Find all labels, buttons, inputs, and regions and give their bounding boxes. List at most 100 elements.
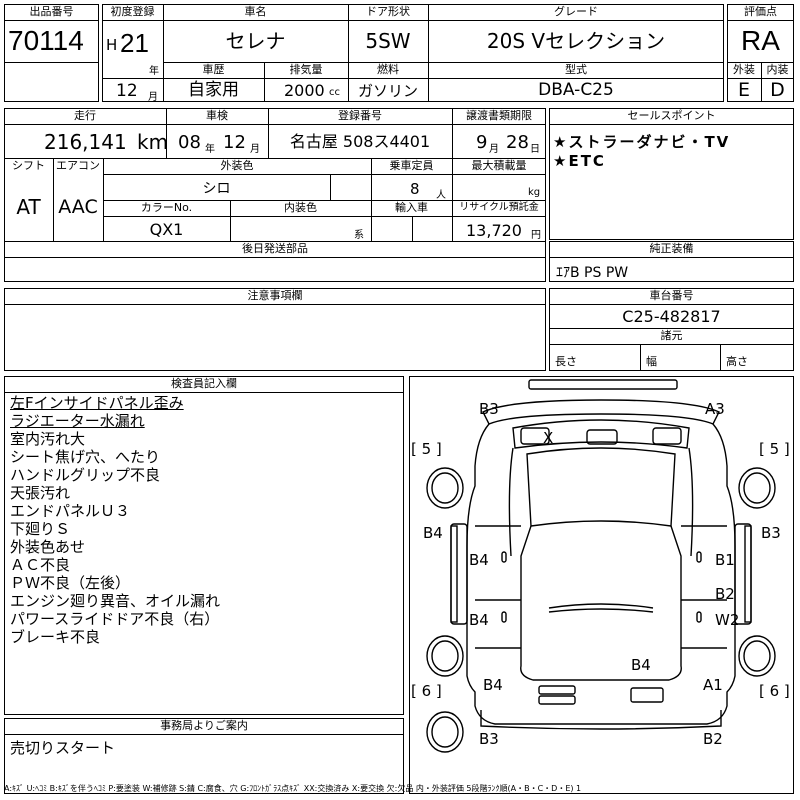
equipment-label: 純正装備 bbox=[649, 242, 694, 255]
shift-value: AT bbox=[16, 195, 41, 219]
sales-point-2: ★ETC bbox=[553, 152, 606, 170]
interior-color-unit: 系 bbox=[354, 230, 364, 241]
inspector-remark-line: シート焦げ穴、へたり bbox=[10, 448, 161, 466]
mileage-unit: km bbox=[137, 130, 169, 154]
inspector-remark-line: ハンドルグリップ不良 bbox=[10, 466, 161, 484]
exterior-label: 外装 bbox=[733, 63, 755, 76]
month-unit: 月 bbox=[148, 92, 158, 103]
inspector-remark-line: 左Fインサイドパネル歪み bbox=[10, 394, 184, 412]
inspector-remark-line: 室内汚れ大 bbox=[10, 430, 86, 448]
chassis-box bbox=[549, 288, 794, 371]
transfer-day-unit: 日 bbox=[530, 144, 540, 155]
ac-value: AAC bbox=[58, 196, 98, 218]
color-label: 外装色 bbox=[220, 159, 254, 172]
capacity-value: 8 bbox=[410, 180, 420, 198]
inspector-remark-line: ＡＣ不良 bbox=[10, 556, 71, 574]
equipment-value: ｴｱB PS PW bbox=[556, 265, 629, 281]
vehicle-info-box bbox=[102, 4, 724, 102]
lot-number: 70114 bbox=[8, 25, 84, 56]
import-label: 輸入車 bbox=[395, 201, 428, 214]
mark-b4-left-front-door: B4 bbox=[469, 551, 489, 569]
capacity-label: 乗車定員 bbox=[389, 159, 434, 172]
inspector-remark-line: パワースライドドア不良（右） bbox=[10, 610, 220, 628]
year-unit: 年 bbox=[149, 66, 159, 77]
mark-tire-rl: [ 6 ] bbox=[411, 682, 442, 700]
lot-label: 出品番号 bbox=[29, 5, 74, 18]
equipment-box bbox=[549, 241, 794, 282]
recycle-value: 13,720 bbox=[466, 221, 522, 240]
transfer-label: 譲渡書類期限 bbox=[466, 109, 532, 122]
color-value: シロ bbox=[202, 181, 231, 197]
notes-label: 注意事項欄 bbox=[247, 289, 303, 302]
transfer-month-unit: 月 bbox=[489, 144, 499, 155]
exterior-grade: E bbox=[737, 79, 750, 101]
office-label: 事務局よりご案内 bbox=[160, 719, 248, 732]
mark-tire-fl: [ 5 ] bbox=[411, 440, 442, 458]
recycle-unit: 円 bbox=[531, 230, 541, 241]
office-value: 売切りスタート bbox=[10, 739, 116, 757]
ac-label: エアコン bbox=[56, 159, 100, 172]
fuel-label: 燃料 bbox=[377, 63, 399, 76]
plate-value: 名古屋 508ス4401 bbox=[289, 132, 431, 151]
mark-b2-bottom-right: B2 bbox=[703, 730, 723, 748]
inspector-remark-line: エンジン廻り異音、オイル漏れ bbox=[10, 592, 221, 610]
inspection-month: 12 bbox=[223, 132, 246, 153]
legend-footer: A:ｷｽﾞ U:ﾍｺﾐ B:ｷｽﾞを伴うﾍｺﾐ P:要塗装 W:補修跡 S:錆 … bbox=[4, 784, 582, 793]
grade-value: 20S Vセレクション bbox=[486, 29, 666, 53]
displacement-label: 排気量 bbox=[289, 63, 323, 76]
chassis-number: C25-482817 bbox=[622, 307, 721, 326]
mark-b2-right-mid: B2 bbox=[715, 585, 735, 603]
length-label: 長さ bbox=[555, 355, 577, 368]
shift-label: シフト bbox=[12, 159, 45, 172]
recycle-label: リサイクル預託金 bbox=[459, 202, 539, 213]
history-value: 自家用 bbox=[188, 80, 239, 100]
score-box bbox=[727, 4, 794, 102]
color-no-label: カラーNo. bbox=[140, 201, 193, 214]
first-reg-month: 12 bbox=[116, 81, 138, 101]
inspection-label: 車検 bbox=[206, 109, 228, 122]
history-label: 車歴 bbox=[202, 63, 225, 76]
notes-box bbox=[4, 288, 546, 371]
mark-b4-left-side: B4 bbox=[423, 524, 443, 542]
mark-b3-right-side: B3 bbox=[761, 524, 781, 542]
dims-label: 諸元 bbox=[660, 329, 683, 342]
sales-points-box bbox=[549, 108, 794, 240]
inspector-remark-line: エンドパネルＵ３ bbox=[10, 502, 131, 520]
later-parts-label: 後日発送部品 bbox=[242, 242, 308, 255]
first-reg-year: 21 bbox=[120, 28, 149, 58]
inspector-remark-line: 下廻りＳ bbox=[10, 520, 71, 538]
displacement-value: 2000 bbox=[284, 81, 325, 100]
car-name: セレナ bbox=[225, 29, 286, 53]
interior-label: 内装 bbox=[766, 63, 789, 76]
mark-windshield-x: X bbox=[543, 429, 553, 447]
door-value: 5SW bbox=[365, 29, 411, 53]
inspection-year: 08 bbox=[178, 132, 201, 153]
mark-b4-left-rear-quarter: B4 bbox=[483, 676, 503, 694]
diagram-box bbox=[409, 376, 794, 794]
inspector-remark-line: ＰＷ不良（左後） bbox=[10, 574, 131, 592]
mark-b4-left-rear-door: B4 bbox=[469, 611, 489, 629]
load-unit: kg bbox=[528, 187, 541, 198]
details-box bbox=[4, 108, 546, 282]
model-value: DBA-C25 bbox=[538, 80, 614, 100]
score-label: 評価点 bbox=[744, 5, 777, 18]
mileage-label: 走行 bbox=[74, 109, 96, 122]
mark-a3-top-right: A3 bbox=[705, 400, 725, 418]
inspector-remark-line: ラジエーター水漏れ bbox=[10, 412, 145, 430]
interior-grade: D bbox=[770, 79, 785, 101]
inspector-remark-line: 外装色あせ bbox=[10, 538, 86, 556]
mark-tire-rr: [ 6 ] bbox=[759, 682, 790, 700]
inspector-box bbox=[4, 376, 404, 715]
mark-tire-fr: [ 5 ] bbox=[759, 440, 790, 458]
car-diagram: B3 A3 X [ 5 ] [ 5 ] B4 B3 B4 B1 B2 B4 W2… bbox=[411, 379, 790, 753]
transfer-day: 28 bbox=[506, 132, 529, 153]
inspection-year-unit: 年 bbox=[205, 144, 215, 155]
inspector-label: 検査員記入欄 bbox=[171, 377, 237, 390]
mark-b4-roof-rear: B4 bbox=[631, 656, 651, 674]
interior-color-label: 内装色 bbox=[284, 201, 317, 214]
load-label: 最大積載量 bbox=[471, 159, 527, 172]
plate-label: 登録番号 bbox=[338, 109, 382, 122]
fuel-value: ガソリン bbox=[357, 82, 418, 100]
mark-a1-right-rear-quarter: A1 bbox=[703, 676, 723, 694]
